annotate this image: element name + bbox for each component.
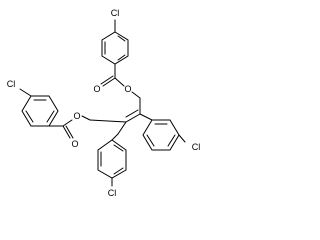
- chemical-structure: Cl Cl Cl Cl O O O O: [7, 8, 201, 198]
- left-chlorobenzoyl-group: [19, 88, 91, 139]
- oxygen-label-carbonyl-top: O: [93, 84, 100, 94]
- chlorine-label-top: Cl: [111, 8, 120, 18]
- oxygen-label-carbonyl-left: O: [71, 139, 78, 149]
- chlorine-label-right: Cl: [192, 142, 201, 152]
- oxygen-label-ester-left: O: [73, 111, 80, 121]
- central-ethylene-core: [89, 97, 153, 135]
- chlorine-label-bottom: Cl: [108, 188, 117, 198]
- bottom-chlorophenyl-ring: [97, 133, 127, 187]
- oxygen-label-ester-top: O: [124, 84, 131, 94]
- top-chlorobenzoyl-group: [100, 19, 141, 99]
- right-chlorophenyl-ring: [142, 119, 186, 151]
- chlorine-label-left: Cl: [7, 79, 16, 89]
